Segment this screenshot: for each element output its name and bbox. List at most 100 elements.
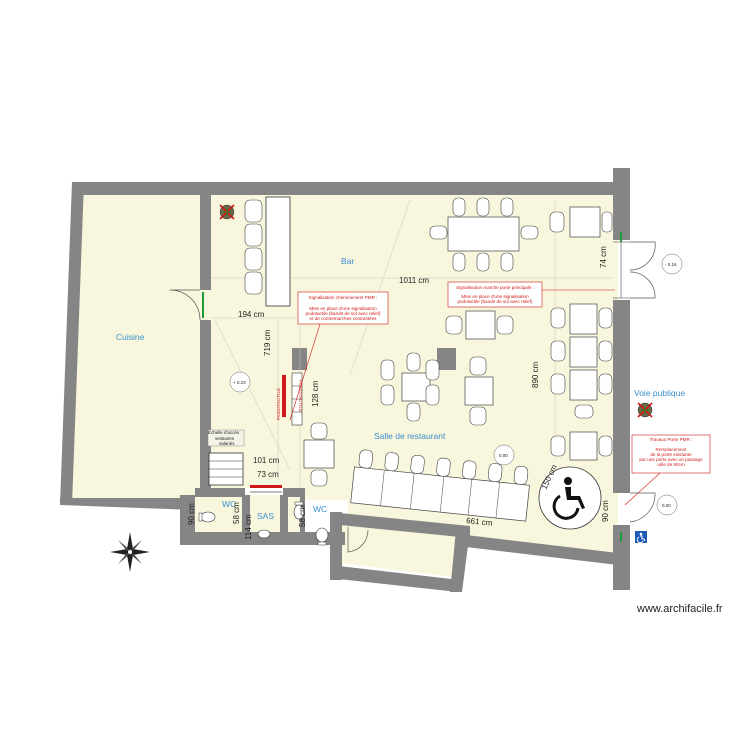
dim-1011: 1011 cm (399, 276, 429, 285)
tactile-strip (250, 485, 282, 488)
table (569, 431, 598, 461)
wall-right-top (613, 195, 630, 240)
wall-wc-sep1 (242, 495, 250, 540)
level-marker (656, 494, 678, 516)
table (569, 336, 598, 368)
svg-text:Signalisation cheminement PMR: Signalisation cheminement PMR : (309, 295, 378, 300)
table (465, 310, 496, 340)
dim-74: 74 cm (599, 246, 608, 268)
kitchen-door (169, 289, 201, 321)
toilet-icon (198, 511, 216, 523)
plant-icon (219, 204, 235, 220)
svg-text:Remplacement: Remplacement (656, 447, 688, 452)
wc1-label: WC (222, 499, 236, 509)
room-labels: Cuisine Bar Salle de restaurant SAS WC W… (116, 256, 685, 521)
level-outside: - 0.16 (665, 262, 677, 267)
svg-text:vestiaires: vestiaires (215, 436, 235, 441)
dim-58a: 58 cm (232, 502, 241, 524)
stairs-label-box (207, 429, 245, 447)
svg-text:utile de 90cm: utile de 90cm (657, 462, 684, 467)
doors (169, 241, 656, 553)
wall-top (72, 182, 630, 195)
level-labels: + 0.23 - 0.16 0.00 0.00 (233, 262, 677, 508)
main-entrance-opening (613, 241, 630, 299)
table (569, 369, 598, 401)
wheelchair-turning-circle (538, 466, 602, 530)
bar-label: Bar (341, 256, 354, 266)
bar-area (219, 196, 291, 307)
sas-label: SAS (257, 511, 274, 521)
table (569, 303, 598, 335)
pmr-sign-icon (635, 531, 647, 544)
toilet-icon (293, 501, 305, 520)
wall-sas-bottom (180, 532, 345, 545)
public-way-label: Voie publique (634, 388, 685, 398)
entrance-door-leaf-2 (629, 271, 656, 299)
svg-text:par une porte avec un passage: par une porte avec un passage (639, 457, 703, 462)
dim-114: 114 cm (244, 514, 253, 540)
svg-text:Mise en place d'une signalisat: Mise en place d'une signalisation (461, 294, 529, 299)
toilet-icon (315, 527, 329, 546)
wall-bottom-right (466, 535, 618, 565)
svg-text:et de contremarches contrastée: et de contremarches contrastées (310, 316, 378, 321)
table (401, 372, 431, 402)
restaurant-label: Salle de restaurant (374, 431, 446, 441)
bar-counter (265, 196, 291, 307)
watermark[interactable]: www.archifacile.fr (637, 603, 723, 615)
svg-text:salariés: salariés (219, 441, 235, 446)
wall-right-bottom (613, 525, 630, 590)
level-kitchen: + 0.23 (233, 380, 246, 385)
wc2-label: WC (313, 504, 327, 514)
note-box-door (631, 434, 711, 474)
wall-sas-top2 (283, 488, 305, 497)
dim-719: 719 cm (263, 329, 272, 356)
dim-73: 73 cm (257, 470, 279, 479)
dim-194: 194 cm (238, 310, 265, 319)
dim-101: 101 cm (253, 456, 280, 465)
banquet-table (350, 449, 530, 522)
dim-890: 890 cm (531, 361, 540, 388)
wall-right-mid (613, 300, 630, 493)
svg-text:podotactile (bande de sol avec: podotactile (bande de sol avec relief) (305, 311, 381, 316)
dim-90b: 90 cm (601, 500, 610, 522)
level-marker (493, 444, 515, 466)
wall-top-right-corner (613, 168, 630, 196)
table (569, 206, 601, 238)
plant-icon (637, 402, 653, 418)
compass-icon (110, 532, 150, 572)
table (303, 439, 335, 469)
tactile-strip (282, 375, 286, 417)
tactile-label: PODOTACTILE (298, 380, 303, 412)
svg-text:podotactile (bande de sol avec: podotactile (bande de sol avec relief) (457, 299, 533, 304)
dim-128: 128 cm (311, 380, 320, 407)
storage-door (347, 527, 369, 553)
stairs-note: Echelle d'accès vestiaires salariés (208, 430, 240, 446)
note-step-text: Signalisation marche porte principale : … (456, 285, 534, 304)
furniture (110, 197, 683, 572)
dim-90a: 90 cm (187, 503, 196, 525)
note-box-step (447, 281, 543, 308)
kitchen-floor (70, 195, 208, 500)
table (447, 216, 520, 252)
note-boxes (289, 281, 711, 506)
kitchen-label: Cuisine (116, 332, 145, 342)
door-frames (202, 232, 622, 542)
note-box-path (297, 291, 389, 325)
pillar-room (437, 348, 456, 370)
wall-bottom-left (60, 498, 195, 510)
svg-text:Travaux Porte PMR :: Travaux Porte PMR : (650, 437, 693, 442)
svg-text:Signalisation marche porte pri: Signalisation marche porte principale : (456, 285, 534, 290)
pillar-bar (292, 348, 307, 370)
level-street: 0.00 (662, 503, 671, 508)
svg-text:Echelle d'accès: Echelle d'accès (208, 430, 240, 435)
storage-floor (342, 522, 456, 577)
pmr-door (629, 492, 656, 523)
tactile-label: PODOTACTILE (276, 388, 281, 420)
entrance-door-leaf-1 (629, 241, 656, 271)
stairs (208, 452, 244, 486)
wall-storage-bottom (330, 565, 460, 592)
dim-661: 661 cm (466, 516, 493, 528)
wall-left (60, 182, 84, 505)
dim-58b: 58 cm (298, 505, 307, 527)
